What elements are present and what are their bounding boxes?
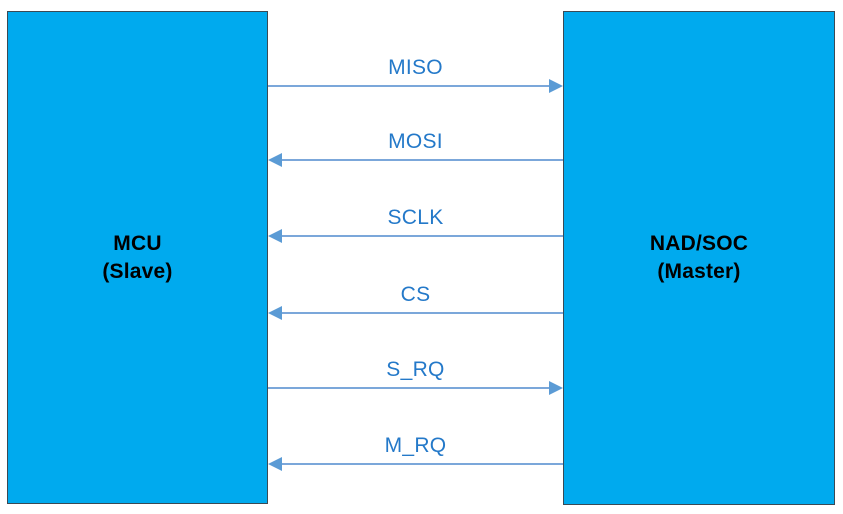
node-mcu-title: MCU — [113, 231, 162, 255]
signal-cs-shaft — [280, 312, 563, 314]
arrow-left-icon — [268, 306, 282, 320]
signal-mosi-shaft — [280, 159, 563, 161]
arrow-right-icon — [549, 79, 563, 93]
arrow-left-icon — [268, 229, 282, 243]
signal-m-rq-shaft — [280, 463, 563, 465]
arrow-left-icon — [268, 153, 282, 167]
node-nad-soc[interactable]: NAD/SOC (Master) — [563, 11, 835, 505]
signal-s-rq-label: S_RQ — [386, 358, 445, 381]
signal-sclk-label: SCLK — [387, 206, 444, 229]
node-mcu[interactable]: MCU (Slave) — [7, 11, 268, 504]
signal-s-rq-shaft — [268, 387, 551, 389]
arrow-right-icon — [549, 381, 563, 395]
node-nad-soc-title: NAD/SOC — [649, 232, 749, 256]
signal-miso-label: MISO — [388, 56, 443, 79]
signal-cs-label: CS — [400, 283, 431, 306]
node-nad-soc-role: (Master) — [657, 260, 741, 283]
signal-mosi-label: MOSI — [388, 130, 443, 153]
node-mcu-role: (Slave) — [102, 259, 173, 283]
arrow-left-icon — [268, 457, 282, 471]
signal-m-rq-label: M_RQ — [384, 434, 447, 457]
signal-sclk-shaft — [280, 235, 563, 237]
signal-miso-shaft — [268, 85, 551, 87]
